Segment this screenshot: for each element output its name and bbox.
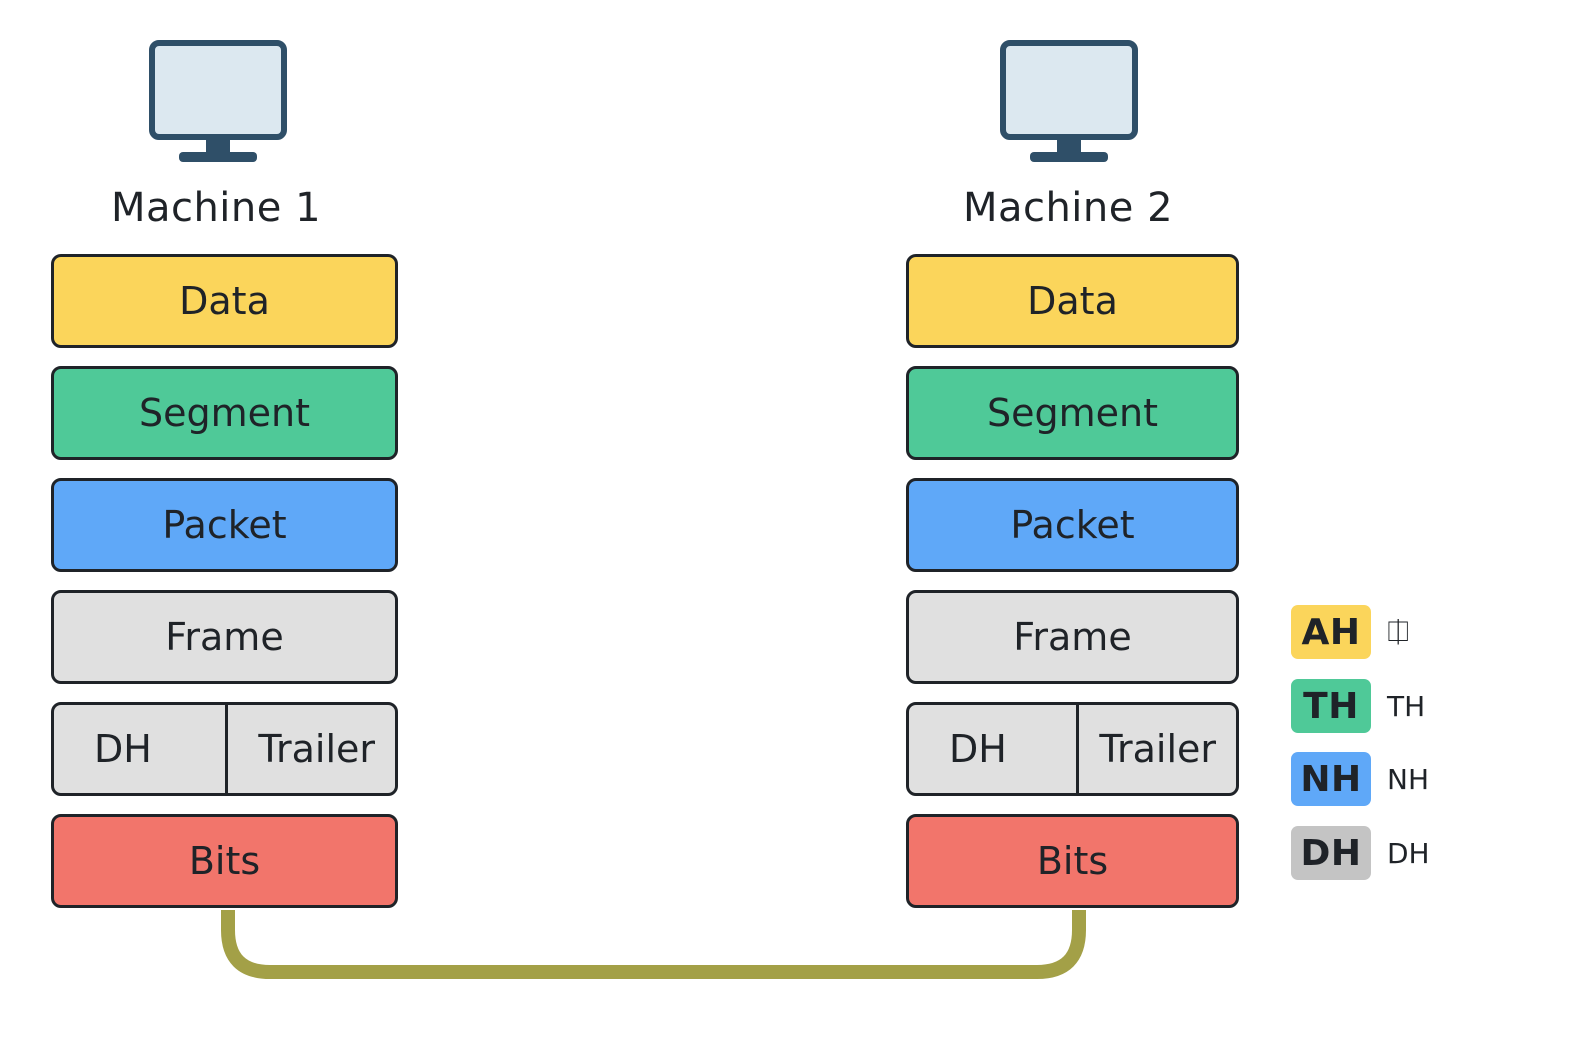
layer-dh-trailer: DH Trailer [51, 702, 398, 796]
legend-swatch: AH [1291, 605, 1371, 659]
trailer-cell: Trailer [1079, 705, 1236, 793]
layer-label: Packet [162, 503, 287, 547]
dh-label: DH [949, 727, 1007, 771]
legend-item-nh: NH NH [1291, 752, 1429, 806]
layer-frame: Frame [906, 590, 1239, 684]
layer-dh-trailer: DH Trailer [906, 702, 1239, 796]
layer-label: Frame [165, 615, 284, 659]
machine-label: Machine 1 [110, 185, 322, 231]
layer-label: Segment [987, 391, 1158, 435]
layer-label: Packet [1010, 503, 1135, 547]
legend-item-ah: AH ⎅ [1291, 605, 1409, 659]
legend-swatch: TH [1291, 679, 1371, 733]
layer-label: Data [1027, 279, 1118, 323]
layer-segment: Segment [906, 366, 1239, 460]
legend-description: DH [1387, 836, 1430, 870]
layer-bits: Bits [51, 814, 398, 908]
layer-data: Data [51, 254, 398, 348]
layer-packet: Packet [51, 478, 398, 572]
machine-label: Machine 2 [962, 185, 1174, 231]
trailer-label: Trailer [258, 727, 375, 771]
layer-label: Bits [1036, 839, 1109, 883]
layer-segment: Segment [51, 366, 398, 460]
legend-swatch: DH [1291, 826, 1371, 880]
cable-line [221, 910, 1086, 979]
dh-cell: DH [54, 705, 228, 793]
layer-bits: Bits [906, 814, 1239, 908]
legend-description: TH [1387, 689, 1426, 723]
trailer-cell: Trailer [228, 705, 395, 793]
monitor-icon [149, 40, 287, 162]
layer-label: Data [179, 279, 270, 323]
dh-label: DH [94, 727, 152, 771]
layer-label: Segment [139, 391, 310, 435]
layer-label: Bits [188, 839, 261, 883]
layer-data: Data [906, 254, 1239, 348]
monitor-icon [1000, 40, 1138, 162]
legend-item-dh: DH DH [1291, 826, 1430, 880]
dh-cell: DH [909, 705, 1079, 793]
trailer-label: Trailer [1099, 727, 1216, 771]
legend-item-th: TH TH [1291, 679, 1425, 733]
layer-frame: Frame [51, 590, 398, 684]
legend-description: NH [1387, 762, 1429, 796]
layer-label: Frame [1013, 615, 1132, 659]
legend-swatch: NH [1291, 752, 1371, 806]
legend-description: ⎅ [1387, 615, 1410, 648]
layer-packet: Packet [906, 478, 1239, 572]
